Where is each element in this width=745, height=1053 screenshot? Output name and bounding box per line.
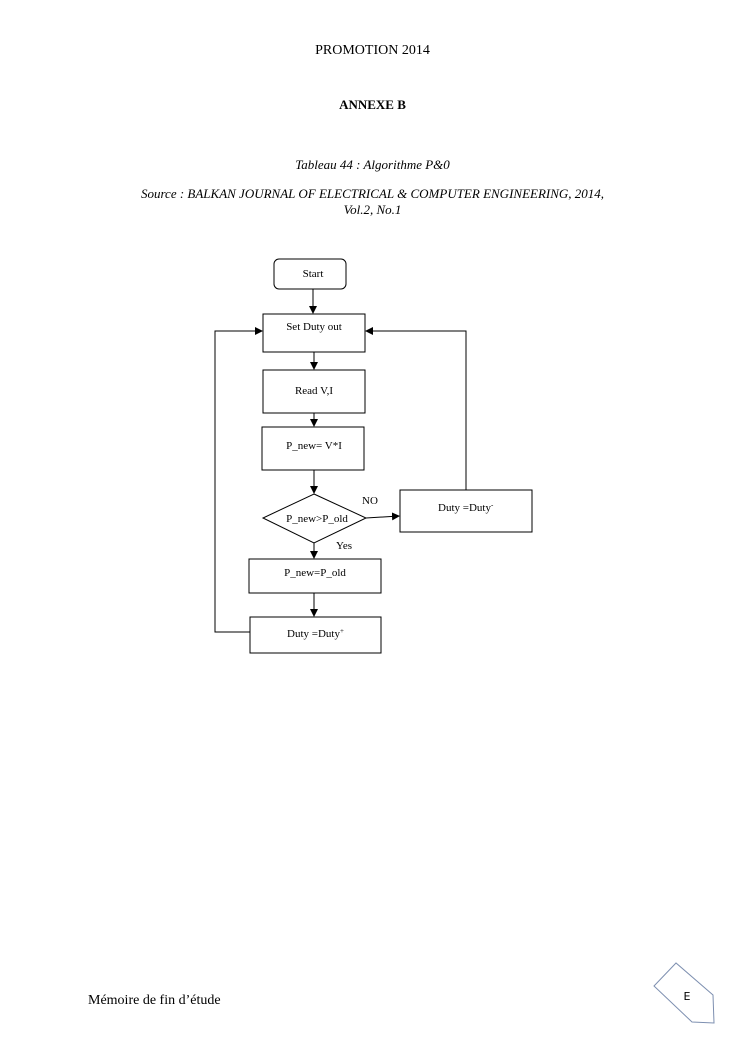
set-duty-box: [262, 313, 366, 353]
assign-label: P_new=P_old: [284, 567, 346, 579]
source-line-1: Source : BALKAN JOURNAL OF ELECTRICAL & …: [140, 186, 605, 201]
page-header: PROMOTION 2014: [315, 43, 430, 58]
arrows: [214, 289, 467, 633]
yes-label: Yes: [336, 540, 352, 552]
page-badge-shape: [653, 962, 715, 1024]
assign-box: [248, 558, 382, 594]
duty-inc-box: [249, 616, 382, 654]
source-line-2: Vol.2, No.1: [343, 202, 402, 217]
decision-label: P_new>P_old: [286, 513, 348, 525]
duty-inc-label: Duty =Duty+: [287, 627, 344, 640]
compute-label: P_new= V*I: [286, 440, 342, 452]
page-badge-label: E: [684, 990, 691, 1003]
source-citation: Source : BALKAN JOURNAL OF ELECTRICAL & …: [90, 186, 655, 218]
set-duty-label: Set Duty out: [286, 321, 342, 333]
duty-dec-label: Duty =Duty-: [438, 501, 494, 514]
no-label: NO: [362, 495, 378, 507]
start-node: [273, 258, 347, 290]
page-footer: Mémoire de fin d’étude: [88, 993, 221, 1008]
annex-title: ANNEXE B: [339, 97, 406, 112]
compute-box: [261, 426, 365, 471]
table-caption: Tableau 44 : Algorithme P&0: [295, 157, 450, 172]
read-label: Read V,I: [295, 385, 333, 397]
start-label: Start: [303, 268, 324, 280]
